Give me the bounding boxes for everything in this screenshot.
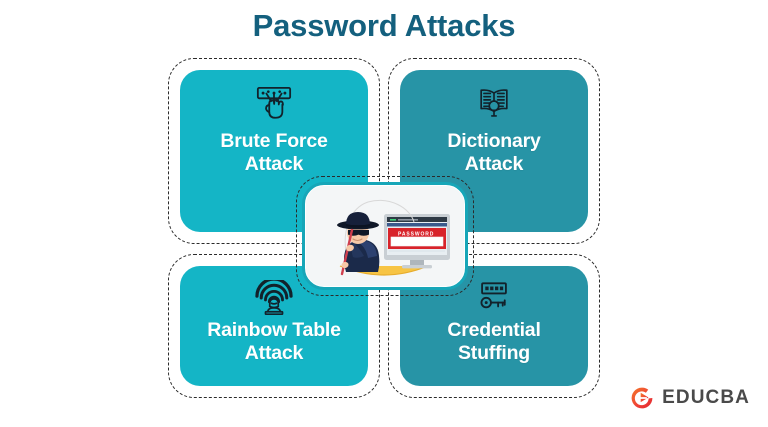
keyboard-hand-icon — [248, 84, 300, 124]
card-label-line2: Stuffing — [457, 341, 531, 364]
educba-e-icon — [631, 387, 653, 409]
center-illustration: PASSWORD — [306, 186, 464, 286]
svg-text:PASSWORD: PASSWORD — [398, 231, 434, 237]
hacker-figure — [337, 212, 380, 276]
card-label-line2: Attack — [244, 341, 304, 364]
computer-monitor: PASSWORD — [384, 214, 450, 269]
dashed-frame-brute-force — [168, 58, 380, 244]
educba-wordmark: EDUCBA — [662, 387, 750, 408]
card-label-line2: Attack — [464, 152, 524, 175]
fishing-line — [344, 200, 415, 263]
page-title: Password Attacks — [252, 8, 516, 43]
card-label-line1: Rainbow Table — [207, 319, 341, 341]
card-label-line1: Brute Force — [220, 130, 328, 152]
wifi-hacker-icon — [248, 280, 300, 316]
password-form: PASSWORD — [388, 228, 446, 249]
dashed-frame-dictionary — [388, 58, 600, 244]
card-label-line2: Attack — [244, 152, 304, 175]
dashed-frame-rainbow-table — [168, 254, 380, 398]
book-magnifier-icon — [468, 84, 520, 124]
dashed-frame-credential-stuffing — [388, 254, 600, 398]
card-label-line1: Credential — [447, 319, 541, 341]
hat-crown — [346, 212, 370, 225]
educba-logo: EDUCBA — [629, 385, 750, 411]
password-key-icon — [468, 280, 520, 316]
card-label-line1: Dictionary — [447, 130, 541, 152]
